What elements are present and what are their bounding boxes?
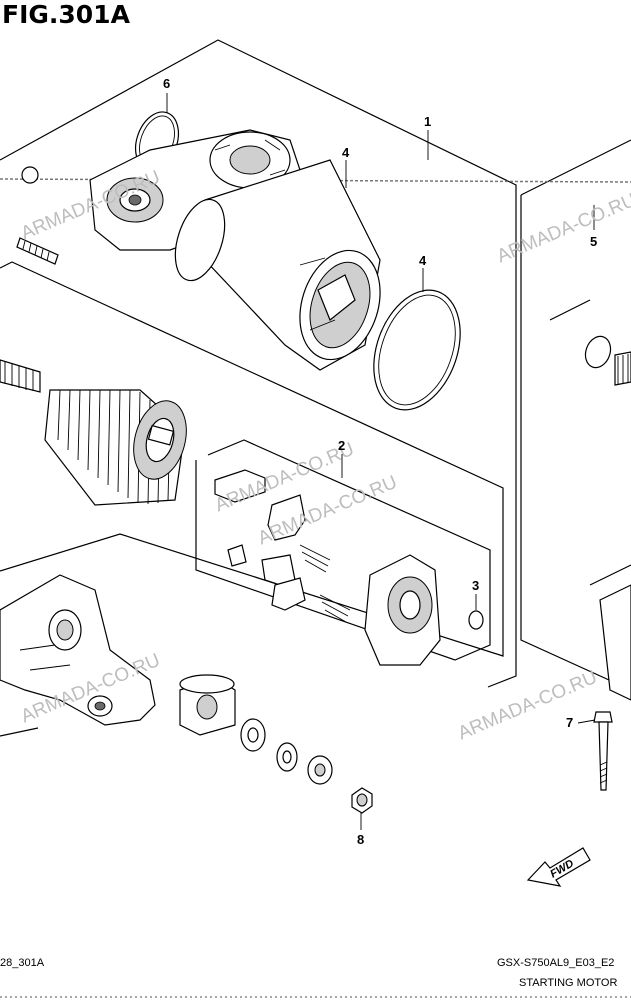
washer-3 [468, 610, 484, 630]
stud-bolt [16, 237, 59, 265]
callout-5: 5 [590, 234, 598, 249]
model-code: GSX-S750AL9_E03_E2 [497, 957, 615, 969]
callout-1: 1 [424, 114, 432, 129]
diagram-subtitle: STARTING MOTOR [519, 977, 618, 989]
bushing-sleeve [179, 674, 236, 736]
callout-7: 7 [566, 715, 574, 730]
callout-4-upper: 4 [342, 145, 350, 160]
washer-set [240, 718, 333, 785]
bolt-7 [593, 711, 613, 791]
figure-title: FIG.301A [2, 0, 130, 29]
nut-8 [351, 787, 373, 814]
diagram-code: 28_301A [0, 957, 45, 969]
callout-2: 2 [338, 438, 346, 453]
callout-4-lower: 4 [419, 253, 427, 268]
fwd-label: FWD [548, 858, 576, 881]
callout-6: 6 [163, 76, 171, 91]
assembly-frame [0, 39, 631, 737]
callout-8: 8 [357, 832, 365, 847]
callout-leaders [166, 93, 596, 830]
callout-3: 3 [472, 578, 480, 593]
motor-yoke [174, 159, 381, 371]
front-bracket [0, 574, 156, 726]
armature [0, 359, 187, 506]
right-partial-parts [584, 335, 631, 701]
fwd-arrow-icon [526, 847, 591, 887]
o-ring-4 [373, 289, 461, 411]
brush-holder-kit [214, 469, 441, 666]
